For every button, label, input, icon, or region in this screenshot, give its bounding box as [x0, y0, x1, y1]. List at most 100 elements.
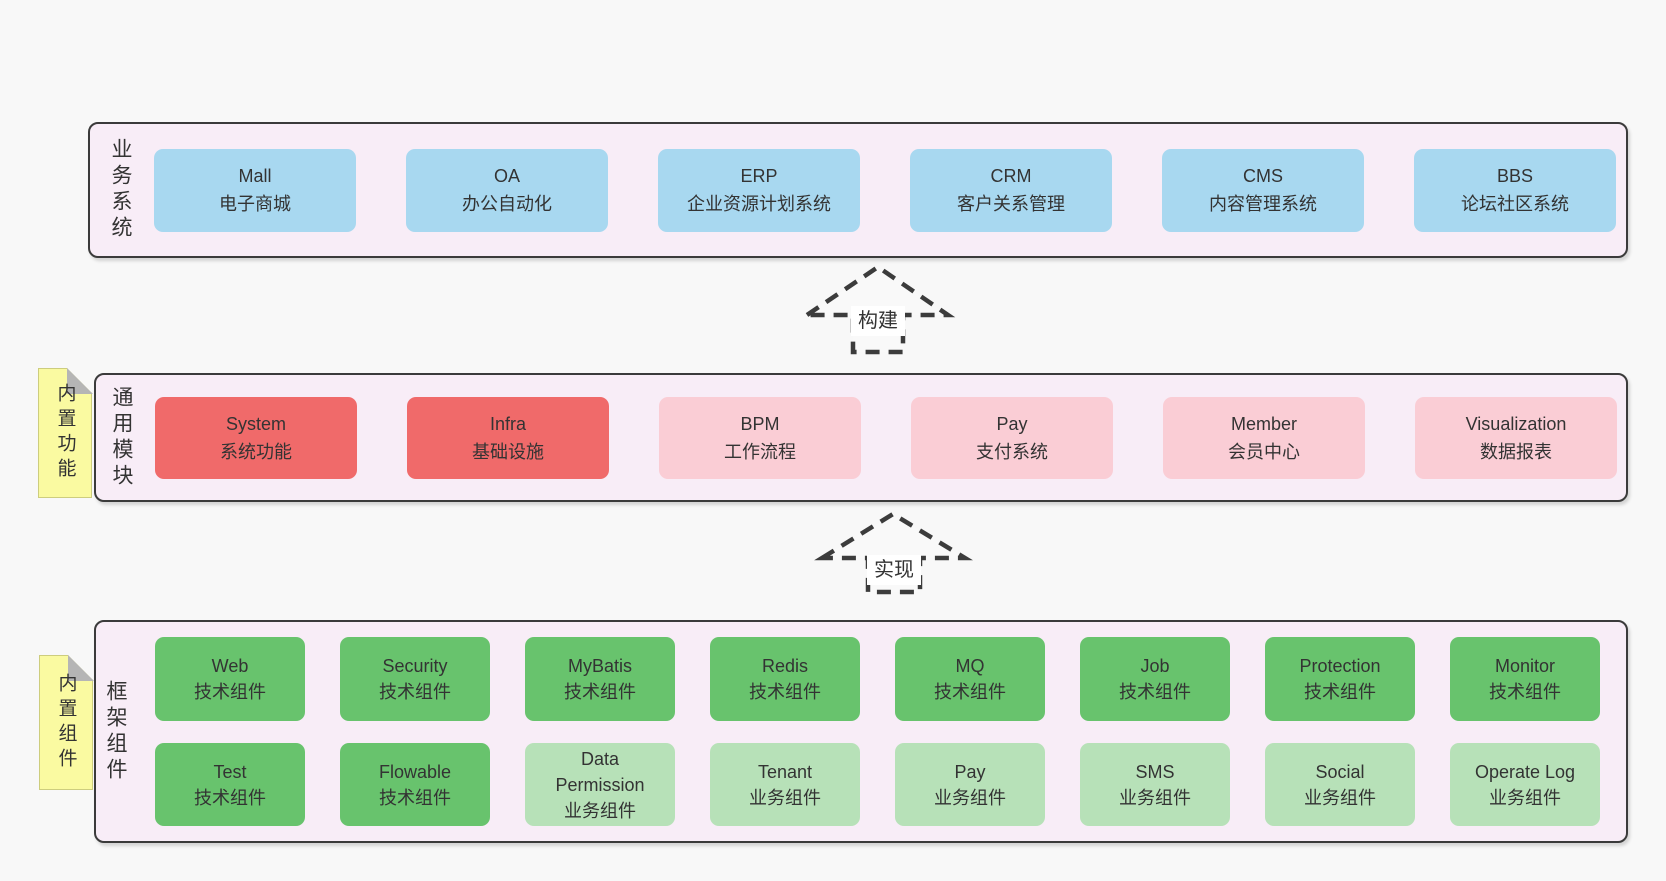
section-framework-components: 框架组件 Web 技术组件 Security 技术组件 MyBatis 技术组件…	[94, 620, 1628, 843]
box-mybatis: MyBatis 技术组件	[525, 637, 675, 721]
box-protection-en: Protection	[1299, 656, 1381, 676]
section-business-label: 业务系统	[109, 138, 132, 242]
box-job-en: Job	[1140, 656, 1170, 676]
box-data-permission: Data Permission 业务组件	[525, 743, 675, 826]
section-business-systems: 业务系统 Mall 电子商城 OA 办公自动化 ERP 企业资源计划系统 CRM…	[88, 122, 1628, 258]
box-bbs-zh: 论坛社区系统	[1461, 194, 1569, 214]
box-member-en: Member	[1230, 413, 1297, 434]
box-flowable-zh: 技术组件	[379, 787, 451, 808]
box-protection: Protection 技术组件	[1265, 637, 1415, 721]
box-pay-component-zh: 业务组件	[934, 787, 1006, 808]
box-pay-module: Pay 支付系统	[911, 396, 1113, 479]
box-visualization: Visualization 数据报表	[1415, 396, 1617, 479]
box-erp-zh: 企业资源计划系统	[687, 194, 831, 214]
implement-arrow-label: 实现	[867, 555, 921, 585]
box-web: Web 技术组件	[155, 637, 305, 721]
box-social: Social 业务组件	[1265, 743, 1415, 826]
box-crm-en: CRM	[990, 166, 1032, 186]
box-infra-zh: 基础设施	[472, 441, 544, 462]
box-visualization-en: Visualization	[1465, 413, 1567, 434]
box-security: Security 技术组件	[340, 637, 490, 721]
box-tenant-zh: 业务组件	[749, 787, 821, 808]
box-redis: Redis 技术组件	[710, 637, 860, 721]
section-modules-label: 通用模块	[110, 385, 133, 490]
box-erp-en: ERP	[740, 166, 778, 186]
box-social-en: Social	[1315, 761, 1365, 782]
box-pay-module-zh: 支付系统	[976, 441, 1048, 462]
modules-box-row: System 系统功能 Infra 基础设施 BPM 工作流程 Pay 支付系统…	[155, 375, 1617, 500]
box-web-zh: 技术组件	[194, 682, 266, 702]
box-mall: Mall 电子商城	[154, 148, 356, 232]
box-system: System 系统功能	[155, 396, 357, 479]
box-bpm-en: BPM	[740, 413, 780, 434]
box-monitor-en: Monitor	[1494, 656, 1556, 676]
components-box-row-2: Test 技术组件 Flowable 技术组件 Data Permission …	[155, 743, 1600, 826]
box-pay-component: Pay 业务组件	[895, 743, 1045, 826]
box-job-zh: 技术组件	[1119, 682, 1191, 702]
box-erp: ERP 企业资源计划系统	[658, 148, 860, 232]
section-common-modules: 通用模块 System 系统功能 Infra 基础设施 BPM 工作流程 Pay…	[94, 373, 1628, 502]
box-pay-component-en: Pay	[954, 761, 986, 782]
box-pay-module-en: Pay	[996, 413, 1028, 434]
box-oa-en: OA	[493, 166, 520, 186]
section-components-label: 框架组件	[104, 679, 127, 784]
box-data-permission-en: Data Permission	[555, 748, 645, 795]
box-infra: Infra 基础设施	[407, 396, 609, 479]
box-tenant-en: Tenant	[757, 761, 813, 782]
box-monitor: Monitor 技术组件	[1450, 637, 1600, 721]
box-mybatis-zh: 技术组件	[564, 682, 636, 702]
business-box-row: Mall 电子商城 OA 办公自动化 ERP 企业资源计划系统 CRM 客户关系…	[154, 124, 1616, 256]
box-system-zh: 系统功能	[220, 441, 292, 462]
components-box-row-1: Web 技术组件 Security 技术组件 MyBatis 技术组件 Redi…	[155, 637, 1600, 721]
box-redis-zh: 技术组件	[749, 682, 821, 702]
box-mq-en: MQ	[955, 656, 985, 676]
box-security-en: Security	[382, 656, 448, 676]
box-test: Test 技术组件	[155, 743, 305, 826]
box-monitor-zh: 技术组件	[1489, 682, 1561, 702]
box-tenant: Tenant 业务组件	[710, 743, 860, 826]
box-cms-en: CMS	[1243, 166, 1283, 186]
box-sms-en: SMS	[1135, 761, 1175, 782]
box-oa-zh: 办公自动化	[462, 194, 552, 214]
box-operate-log-zh: 业务组件	[1489, 787, 1561, 808]
box-protection-zh: 技术组件	[1304, 682, 1376, 702]
box-cms: CMS 内容管理系统	[1162, 148, 1364, 232]
box-social-zh: 业务组件	[1304, 787, 1376, 808]
sticky-built-in-features: 内置功能	[38, 368, 93, 498]
box-security-zh: 技术组件	[379, 682, 451, 702]
sticky-built-in-components-label: 内置组件	[55, 672, 77, 773]
box-bbs: BBS 论坛社区系统	[1414, 148, 1616, 232]
box-flowable: Flowable 技术组件	[340, 743, 490, 826]
box-bbs-en: BBS	[1496, 166, 1534, 186]
box-flowable-en: Flowable	[378, 761, 452, 782]
box-operate-log: Operate Log 业务组件	[1450, 743, 1600, 826]
build-arrow-label: 构建	[851, 306, 905, 336]
box-member-zh: 会员中心	[1228, 441, 1300, 462]
box-test-en: Test	[213, 761, 247, 782]
box-sms-zh: 业务组件	[1119, 787, 1191, 808]
box-redis-en: Redis	[761, 656, 809, 676]
box-member: Member 会员中心	[1163, 396, 1365, 479]
box-mall-zh: 电子商城	[219, 194, 291, 214]
box-web-en: Web	[211, 656, 249, 676]
box-job: Job 技术组件	[1080, 637, 1230, 721]
box-bpm-zh: 工作流程	[724, 441, 796, 462]
box-infra-en: Infra	[489, 413, 527, 434]
box-cms-zh: 内容管理系统	[1209, 194, 1317, 214]
box-crm: CRM 客户关系管理	[910, 148, 1112, 232]
box-crm-zh: 客户关系管理	[957, 194, 1065, 214]
box-bpm: BPM 工作流程	[659, 396, 861, 479]
box-system-en: System	[225, 413, 286, 434]
box-mall-en: Mall	[238, 166, 272, 186]
box-visualization-zh: 数据报表	[1480, 441, 1552, 462]
box-mq-zh: 技术组件	[934, 682, 1006, 702]
box-mybatis-en: MyBatis	[567, 656, 632, 676]
box-operate-log-en: Operate Log	[1474, 761, 1576, 782]
box-data-permission-zh: 业务组件	[564, 800, 636, 821]
box-test-zh: 技术组件	[194, 787, 266, 808]
box-mq: MQ 技术组件	[895, 637, 1045, 721]
box-sms: SMS 业务组件	[1080, 743, 1230, 826]
sticky-built-in-features-label: 内置功能	[54, 383, 76, 483]
sticky-built-in-components: 内置组件	[39, 655, 94, 790]
